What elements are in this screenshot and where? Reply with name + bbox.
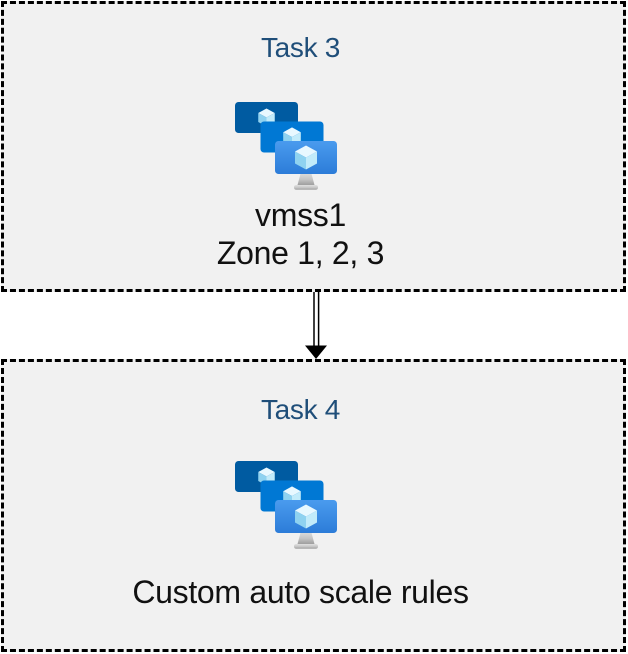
vmss-name-label: vmss1 [255, 197, 346, 233]
down-arrow-connector [305, 292, 327, 359]
task3-box: Task 3 vmss1 Zone 1, 2, 3 [1, 1, 626, 292]
task4-title: Task 4 [260, 394, 341, 425]
task3-caption: vmss1 Zone 1, 2, 3 [4, 196, 597, 272]
vm-scale-sets-icon [235, 461, 337, 549]
autoscale-rules-label: Custom auto scale rules [132, 574, 469, 610]
task4-caption: Custom auto scale rules [4, 573, 597, 611]
task3-title: Task 3 [260, 32, 341, 63]
task4-box: Task 4 Custom auto scale rules [1, 359, 626, 652]
vm-scale-sets-icon [235, 102, 337, 190]
zones-label: Zone 1, 2, 3 [216, 235, 385, 271]
